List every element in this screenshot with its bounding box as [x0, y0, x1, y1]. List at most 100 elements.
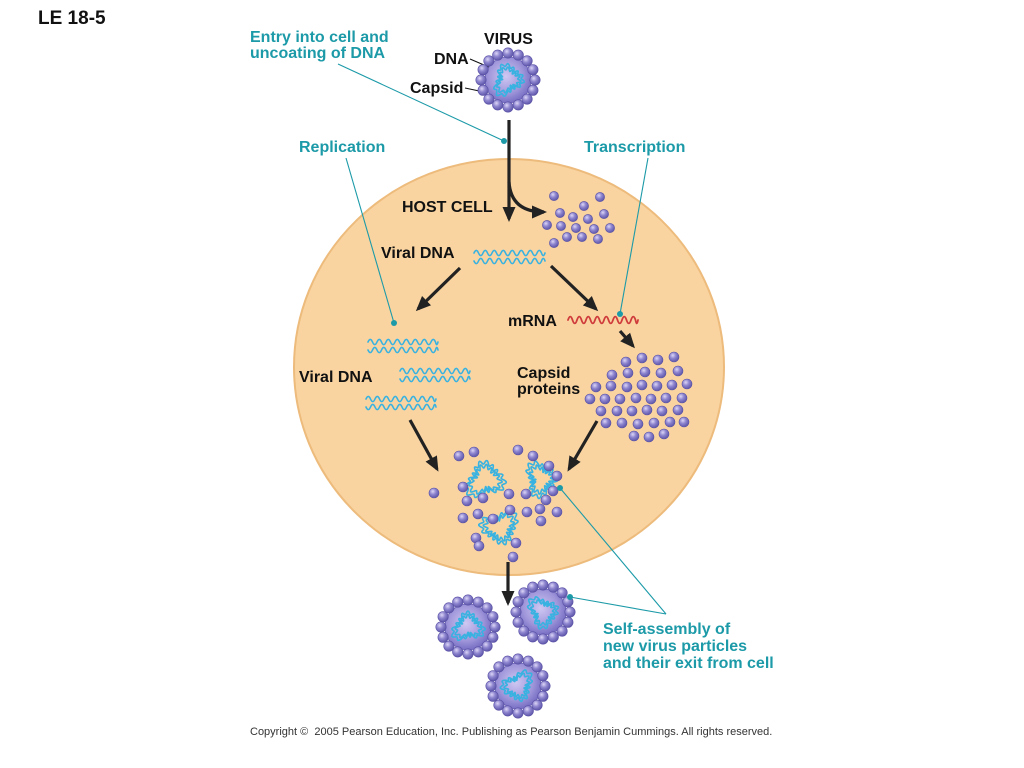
- capsid-protein-bead: [512, 444, 524, 456]
- capsid-protein-bead: [522, 705, 534, 717]
- capsid-protein-bead: [452, 596, 464, 608]
- capsid-protein-bead: [678, 416, 690, 428]
- replicated-viral-dna: [399, 367, 471, 383]
- capsid-protein-bead: [651, 380, 663, 392]
- figure-label: LE 18-5: [38, 8, 106, 29]
- capsid-protein-bead: [568, 212, 578, 222]
- capsid-protein-bead: [599, 209, 609, 219]
- capsid-protein-bead: [477, 84, 489, 96]
- capsid-protein-bead: [595, 192, 605, 202]
- new-virus-particle: [510, 579, 576, 645]
- capsid-protein-bead: [537, 670, 549, 682]
- capsid-protein-bead: [521, 93, 533, 105]
- capsid-protein-bead: [605, 380, 617, 392]
- transcription-leader-dot: [617, 311, 623, 317]
- replicated-viral-dna-label: Viral DNA: [299, 369, 373, 386]
- capsid-proteins-label-line2: proteins: [517, 381, 580, 398]
- self-assembly-label-line3: and their exit from cell: [603, 655, 774, 672]
- dna-strand: [464, 459, 508, 499]
- dna-strand: [365, 403, 437, 411]
- capsid-protein-bead: [504, 504, 516, 516]
- capsid-protein-bead: [512, 707, 524, 719]
- capsid-protein-bead: [622, 367, 634, 379]
- capsid-protein-bead: [527, 84, 539, 96]
- replication-arrow: [415, 266, 462, 312]
- capsid-protein-bead: [666, 379, 678, 391]
- newly-made-capsid-proteins: [542, 191, 615, 248]
- capsid-protein-bead: [453, 450, 465, 462]
- capsid-protein-bead: [599, 393, 611, 405]
- capsid-protein-bead: [636, 379, 648, 391]
- capsid-protein-bead: [531, 661, 543, 673]
- capsid-protein-bead: [537, 579, 549, 591]
- capsid-protein-bead: [571, 223, 581, 233]
- virus-particle: [475, 47, 541, 113]
- capsid-protein-bead: [502, 705, 514, 717]
- capsid-protein-bead: [562, 232, 572, 242]
- dna-to-assembly-arrow: [408, 419, 439, 472]
- capsid-protein-bead: [477, 492, 489, 504]
- transcription-label: Transcription: [584, 139, 685, 156]
- capsid-protein-bead: [522, 655, 534, 667]
- replicated-viral-dna: [365, 395, 437, 411]
- capsid-protein-bead: [531, 699, 543, 711]
- capsid-protein-bead: [487, 611, 499, 623]
- transcription-leader-line: [619, 157, 649, 315]
- capsid-protein-bead: [518, 587, 530, 599]
- capsid-protein-bead: [534, 503, 546, 515]
- replicated-viral-dna: [367, 338, 439, 354]
- protein-synthesis-branch-arrow: [507, 181, 547, 219]
- capsid-protein-bead: [628, 430, 640, 442]
- capsid-protein-bead: [493, 661, 505, 673]
- dna-strand: [468, 463, 503, 495]
- capsid-protein-bead: [521, 55, 533, 67]
- dna-strand: [473, 249, 546, 257]
- dna-strand: [399, 367, 471, 375]
- capsid-protein-bead: [537, 633, 549, 645]
- capsid-protein-bead: [537, 690, 549, 702]
- capsid-protein-bead: [443, 640, 455, 652]
- capsid-protein-bead: [527, 631, 539, 643]
- capsid-protein-bead: [556, 587, 568, 599]
- capsid-protein-bead: [481, 640, 493, 652]
- capsid-protein-bead: [555, 208, 565, 218]
- capsid-protein-bead: [549, 238, 559, 248]
- capsid-protein-bead: [660, 392, 672, 404]
- mrna-label: mRNA: [508, 313, 557, 330]
- capsid-protein-bead: [468, 446, 480, 458]
- capsid-protein-bead: [664, 416, 676, 428]
- capsid-protein-bead: [626, 405, 638, 417]
- capsid-protein-bead: [487, 631, 499, 643]
- assembly-leader-dot: [557, 485, 563, 491]
- capsid-protein-bead: [527, 450, 539, 462]
- entry-leader-dot: [501, 138, 507, 144]
- capsid-protein-bead: [676, 392, 688, 404]
- replication-leader-line: [345, 157, 395, 324]
- capsid-protein-bead: [600, 417, 612, 429]
- viral-genome-strand: [454, 613, 483, 639]
- capsid-protein-bead: [512, 596, 524, 608]
- assembly-site: [428, 444, 563, 563]
- capsid-protein-bead: [435, 621, 447, 633]
- capsid-protein-bead: [620, 356, 632, 368]
- viral-genome-strand: [503, 672, 531, 699]
- replication-label: Replication: [299, 139, 385, 156]
- capsid-protein-bead: [477, 64, 489, 76]
- capsid-protein-bead: [457, 512, 469, 524]
- capsid-protein-bead: [492, 49, 504, 61]
- new-virus-particle: [485, 653, 551, 719]
- exit-leader-dot: [567, 594, 573, 600]
- virus-capsid-label: Capsid: [410, 80, 463, 97]
- virus-dna-label: DNA: [434, 51, 469, 68]
- capsid-protein-bead: [636, 352, 648, 364]
- capsid-protein-bead: [472, 596, 484, 608]
- translation-arrow: [618, 329, 635, 349]
- capsid-protein-bead: [605, 223, 615, 233]
- viral-genome-strand: [530, 599, 556, 627]
- capsid-protein-bead: [564, 606, 576, 618]
- capsid-protein-bead: [518, 625, 530, 637]
- capsid-protein-bead: [547, 581, 559, 593]
- viral-dna-label: Viral DNA: [381, 245, 455, 262]
- assembly-leader-line: [559, 487, 667, 615]
- capsid-protein-bead: [577, 232, 587, 242]
